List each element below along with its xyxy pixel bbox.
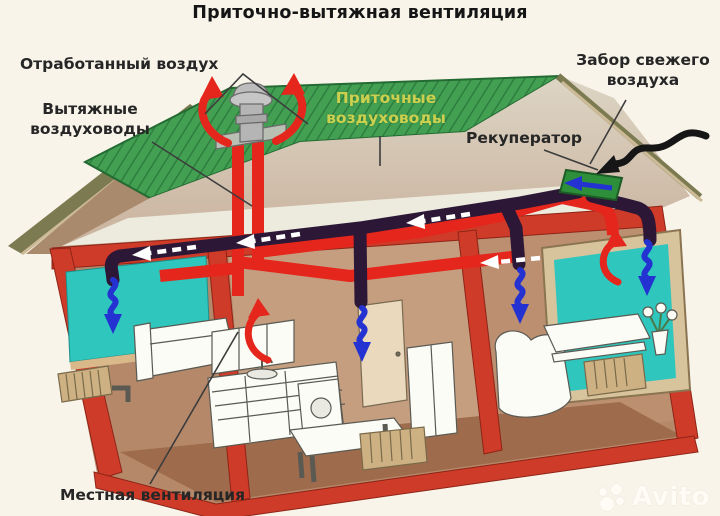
sink	[246, 368, 278, 380]
supply-wave-window-head	[638, 276, 656, 296]
duct-flow-arrows	[132, 211, 541, 269]
flower-3	[666, 309, 678, 321]
label-supply-ducts-line2: воздуховоды	[326, 109, 446, 127]
label-supply-ducts-line1: Приточные	[335, 89, 437, 107]
supply-wave-kitchen	[356, 305, 368, 347]
radiator-right	[583, 353, 647, 397]
vent-arrow-right-head	[281, 73, 305, 95]
vent-arrow-left-head	[200, 76, 224, 100]
leader-lines	[149, 72, 627, 485]
radiator-right-fins	[593, 357, 628, 390]
flower-stems	[649, 313, 671, 333]
flower-2	[655, 302, 667, 314]
flow-arrow-shaft-3	[423, 211, 471, 224]
interior-door	[357, 299, 408, 408]
supply-wave-left-head	[104, 314, 122, 334]
recuperator-arrow-shaft	[579, 181, 613, 191]
label-fresh-air-line2: воздуха	[606, 71, 680, 89]
label-local-ventilation: Местная вентиляция	[60, 486, 246, 504]
label-fresh-air-line1: Забор свежего	[576, 51, 710, 69]
fresh-air-arrow-head	[596, 155, 620, 174]
avito-logo-icon	[597, 482, 627, 512]
label-exhaust-ducts-line1: Вытяжные	[42, 100, 138, 118]
exhaust-air-arrows	[198, 73, 627, 364]
label-supply-ducts: Приточные воздуховоды	[316, 88, 456, 128]
table-legs	[297, 423, 401, 483]
flow-arrow-head-1	[132, 246, 151, 261]
flower-1	[642, 306, 654, 318]
page-title: Приточно-вытяжная вентиляция	[192, 3, 528, 23]
recuperator-unit	[558, 168, 624, 202]
supply-air-arrows	[104, 239, 656, 362]
leader-local-ventilation	[149, 331, 239, 485]
leader-recuperator	[543, 149, 599, 171]
desk-top	[543, 313, 651, 353]
desk-shelf	[551, 341, 647, 363]
counter-drawers	[211, 370, 346, 443]
avito-watermark: Avito	[597, 482, 710, 512]
radiator-left-pipe	[112, 385, 131, 402]
label-exhaust-ducts: Вытяжные воздуховоды	[24, 99, 156, 139]
washer-door	[310, 397, 332, 419]
wardrobe-divider	[430, 344, 437, 437]
label-exhaust-air: Отработанный воздух	[20, 55, 219, 73]
radiator-center-fins	[369, 428, 413, 464]
fresh-air-arrow	[596, 129, 710, 174]
recuperator-arrow-head	[564, 176, 582, 191]
watermark-text: Avito	[632, 482, 710, 512]
furniture	[57, 299, 678, 483]
label-exhaust-ducts-line2: воздуховоды	[30, 120, 150, 138]
leader-exhaust-air	[204, 72, 309, 125]
vent-collar	[235, 113, 268, 125]
supply-drop-left-room	[104, 249, 127, 287]
kitchen-exhaust-arrow-head	[248, 298, 270, 318]
right-room-exhaust-arrow-head	[605, 228, 627, 248]
flow-arrow-shaft-2	[253, 231, 301, 244]
leader-exhaust-ducts	[151, 141, 253, 207]
flow-arrow-shaft-1	[149, 244, 197, 256]
wall-column-2	[457, 229, 503, 455]
flow-arrow-head-2	[236, 234, 255, 249]
supply-wave-left-room	[107, 277, 119, 319]
leader-fresh-air	[589, 99, 627, 165]
supply-wave-window	[641, 239, 653, 281]
label-fresh-air: Забор свежего воздуха	[570, 50, 716, 90]
exhaust-front-loop	[237, 250, 521, 282]
bed-headboard	[133, 322, 154, 382]
supply-wave-kitchen-head	[353, 342, 371, 362]
roof-ridge-trim	[555, 73, 703, 200]
supply-drop-hall	[499, 199, 526, 271]
fresh-air-arrow-shaft	[610, 129, 710, 168]
flow-arrow-head-3	[406, 214, 425, 229]
exhaust-right-drop	[560, 192, 619, 236]
label-recuperator: Рекуператор	[466, 129, 583, 147]
door-handle	[395, 351, 401, 357]
vase	[651, 329, 669, 356]
flow-arrow-head-4	[480, 255, 499, 269]
base-slab	[93, 435, 699, 516]
radiator-left-fins	[65, 369, 102, 401]
supply-wave-hall	[514, 267, 526, 309]
exhaust-left-stub	[159, 262, 239, 282]
supply-drop-kitchen	[353, 223, 368, 309]
supply-wave-hall-head	[511, 304, 529, 324]
supply-drop-window	[585, 189, 657, 247]
wardrobe	[406, 341, 458, 440]
flow-arrow-shaft-4	[497, 255, 541, 265]
roof-ridge-trim-light	[561, 80, 703, 203]
